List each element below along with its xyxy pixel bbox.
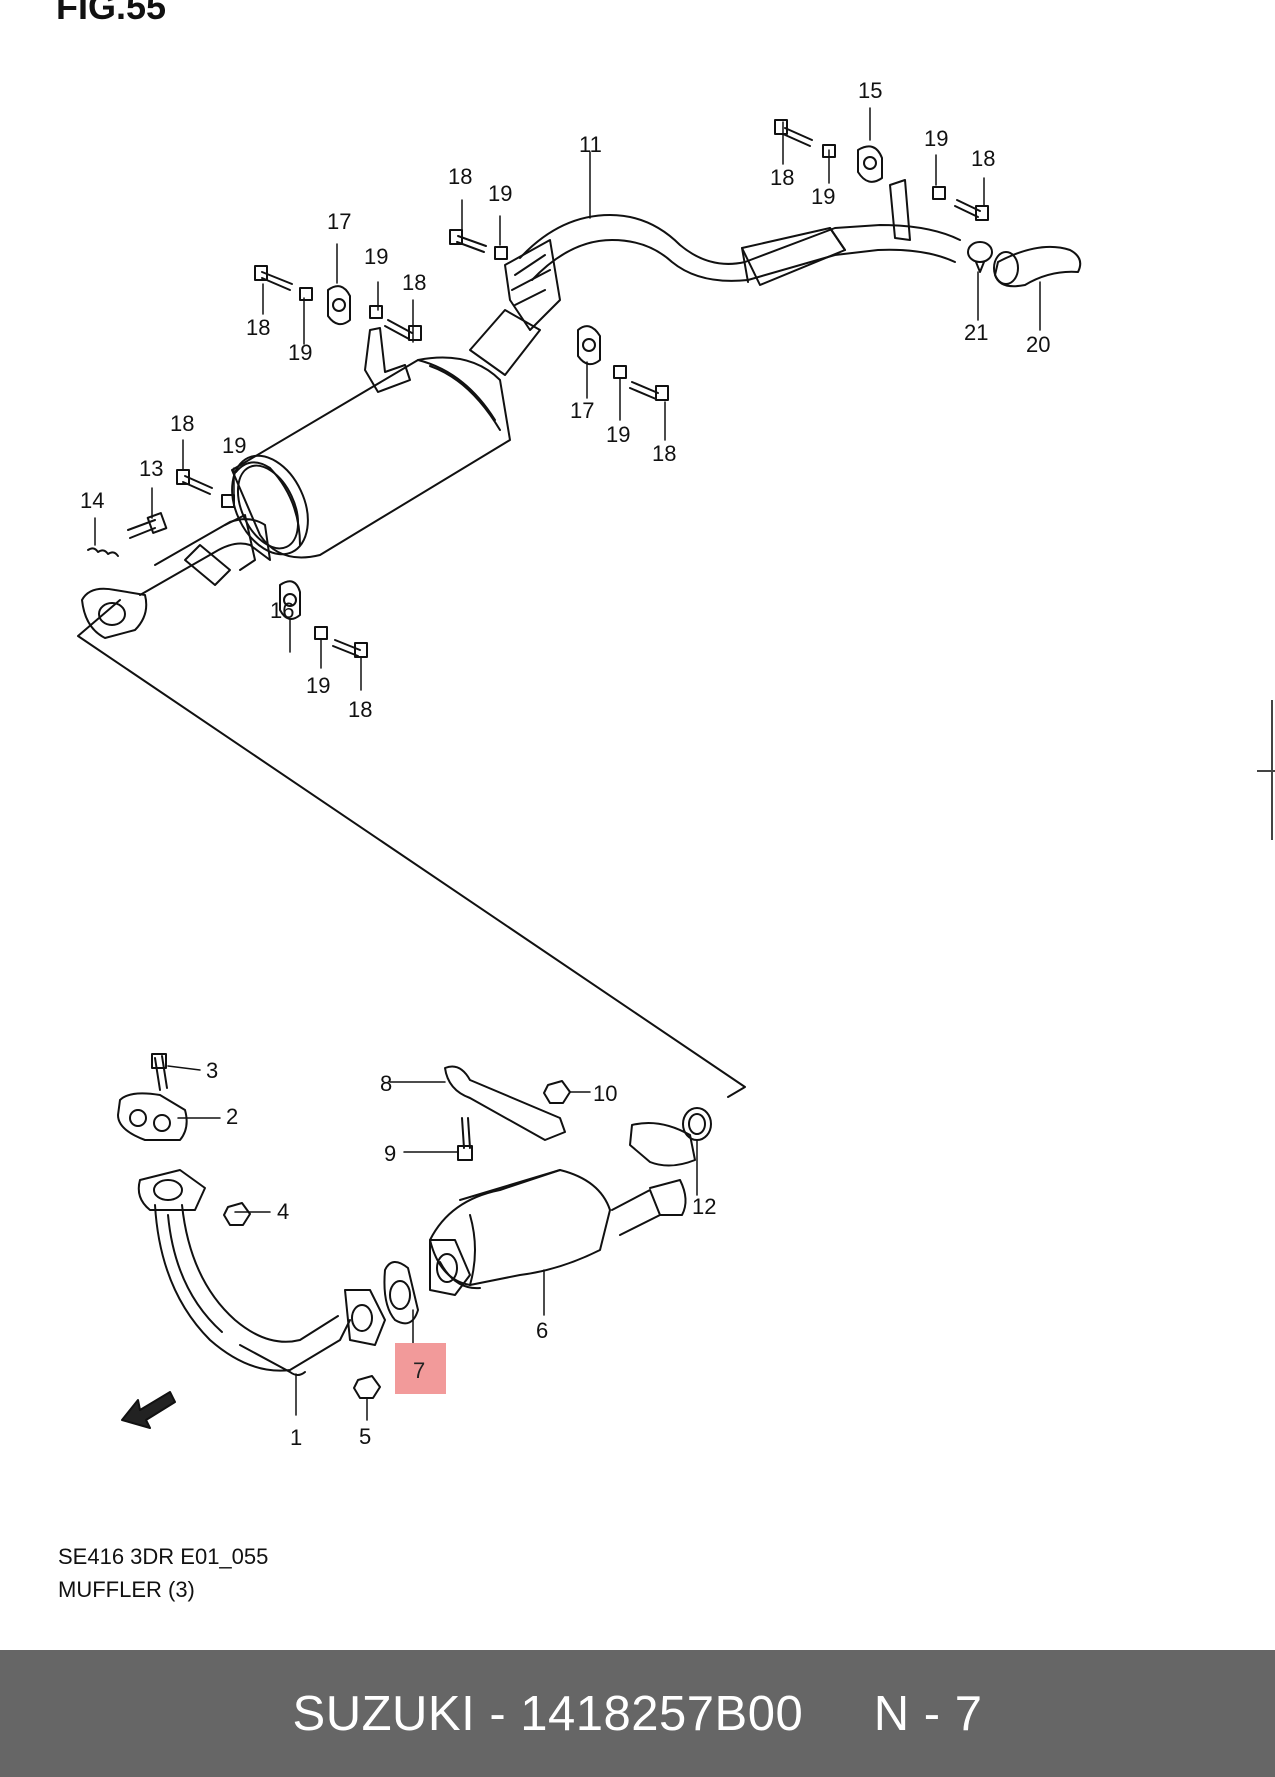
callout-17: 17 (570, 398, 595, 423)
callout-14: 14 (80, 488, 105, 513)
callout-19: 19 (364, 244, 389, 269)
callout-11: 11 (579, 132, 602, 157)
inlet-flange (81, 587, 148, 639)
callout-18: 18 (402, 270, 427, 295)
catalytic-converter-6 (429, 1169, 611, 1286)
center-pipe-11 (519, 214, 961, 265)
bolt-13 (127, 519, 156, 539)
callout-19: 19 (488, 181, 513, 206)
callout-2: 2 (226, 1104, 239, 1129)
nut-10 (543, 1080, 571, 1104)
muffler-hanger (364, 327, 411, 393)
callout-13: 13 (139, 456, 164, 481)
clamp-21 (967, 241, 993, 263)
exhaust-drawing (77, 107, 1082, 1429)
edge-marker (1257, 770, 1275, 772)
callout-19: 19 (606, 422, 631, 447)
callout-8: 8 (380, 1071, 393, 1096)
highlight-box (395, 1343, 446, 1394)
callout-18: 18 (246, 315, 271, 340)
highlighted-callout-7: 7 (413, 1358, 426, 1383)
callout-15: 15 (858, 78, 883, 103)
parts-diagram: FIG.55 11 15 17 17 16 13 14 20 21 18 18 … (56, 0, 1082, 1602)
callout-19: 19 (288, 340, 313, 365)
spring-14 (87, 547, 119, 557)
nut-5 (353, 1375, 381, 1399)
callout-21: 21 (964, 320, 989, 345)
main-muffler (231, 356, 511, 559)
fwd-arrow (121, 1391, 176, 1429)
footer-bar: SUZUKI - 1418257B00 N - 7 (0, 1650, 1275, 1777)
callout-9: 9 (384, 1141, 397, 1166)
exhaust-pipe-1 (154, 1204, 351, 1372)
bracket-8 (444, 1065, 566, 1141)
callout-19: 19 (306, 673, 331, 698)
bolt-9 (461, 1117, 471, 1149)
gasket-2 (117, 1092, 188, 1141)
stud-3 (154, 1055, 168, 1091)
footer-label: SUZUKI - 1418257B00 N - 7 (292, 1686, 983, 1741)
gasket-12 (682, 1107, 712, 1141)
leader-lines (94, 107, 1041, 1421)
callout-12: 12 (692, 1194, 717, 1219)
callout-16: 16 (270, 598, 295, 623)
callout-19: 19 (222, 433, 247, 458)
intermediate-pipe (139, 518, 271, 596)
gasket-7 (383, 1261, 419, 1325)
callout-18: 18 (971, 146, 996, 171)
position-code: N - 7 (873, 1686, 983, 1741)
tail-pipe-20 (994, 245, 1082, 288)
part-number: 1418257B00 (520, 1686, 804, 1741)
callout-19: 19 (811, 184, 836, 209)
callout-18: 18 (348, 697, 373, 722)
callout-3: 3 (206, 1058, 219, 1083)
callout-17: 17 (327, 209, 352, 234)
diagram-code: SE416 3DR E01_055 (58, 1544, 269, 1569)
callout-18: 18 (448, 164, 473, 189)
nut-4 (223, 1202, 251, 1226)
callout-20: 20 (1026, 332, 1051, 357)
brand-name: SUZUKI (292, 1686, 476, 1741)
callout-6: 6 (536, 1318, 549, 1343)
callout-5: 5 (359, 1424, 372, 1449)
callout-4: 4 (277, 1199, 290, 1224)
bolt-18 (176, 119, 989, 658)
figure-title: FIG.55 (56, 0, 167, 27)
callout-18: 18 (652, 441, 677, 466)
callout-10: 10 (593, 1081, 618, 1106)
callout-19: 19 (924, 126, 949, 151)
connection-line (77, 599, 746, 1098)
callout-18: 18 (770, 165, 795, 190)
diagram-name: MUFFLER (3) (58, 1577, 195, 1602)
hanger-rubber (279, 145, 883, 620)
callout-18: 18 (170, 411, 195, 436)
callout-1: 1 (290, 1425, 303, 1450)
pipe-hanger-bracket (504, 239, 561, 331)
